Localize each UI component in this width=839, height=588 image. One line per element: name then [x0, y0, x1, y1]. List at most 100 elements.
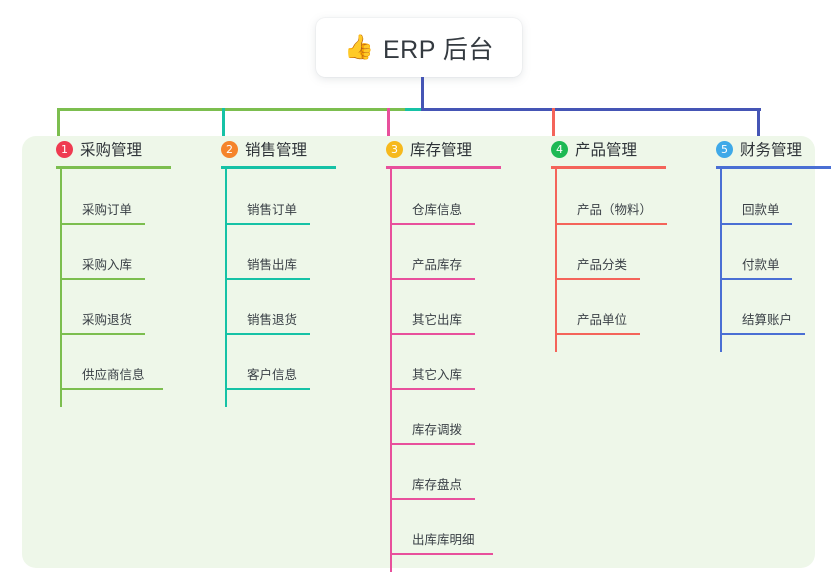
- leaf-rule: [60, 333, 145, 335]
- branch-column-3: 3 库存管理仓库信息产品库存其它出库其它入库库存调拨库存盘点出库库明细: [374, 136, 501, 572]
- leaf-rule: [720, 278, 792, 280]
- branch-title-1: 采购管理: [80, 142, 143, 159]
- leaf-item[interactable]: 销售退货: [225, 309, 310, 335]
- leaf-rule: [390, 553, 493, 555]
- branch-header-3[interactable]: 3 库存管理: [374, 136, 472, 162]
- leaf-label: 库存盘点: [412, 478, 463, 492]
- leaf-label: 回款单: [742, 203, 780, 217]
- leaf-rule: [555, 223, 667, 225]
- branch-badge-4: 4: [551, 140, 568, 158]
- leaf-item[interactable]: 采购入库: [60, 254, 145, 280]
- leaf-item[interactable]: 付款单: [720, 254, 792, 280]
- branch-title-3: 库存管理: [410, 142, 473, 159]
- leaf-item[interactable]: 采购订单: [60, 199, 145, 225]
- leaf-item[interactable]: 其它出库: [390, 309, 475, 335]
- leaf-rule: [390, 498, 475, 500]
- leaf-rule: [390, 333, 475, 335]
- branch-header-rule-2: [221, 166, 336, 169]
- leaf-rule: [390, 388, 475, 390]
- leaf-item[interactable]: 销售出库: [225, 254, 310, 280]
- root-title: ERP 后台: [382, 35, 494, 64]
- root-node[interactable]: 👍 ERP 后台: [316, 18, 522, 77]
- connector-drop-1: [57, 108, 60, 146]
- branch-column-4: 4 产品管理产品（物料） 产品分类产品单位: [539, 136, 667, 352]
- root-connector-vertical: [421, 77, 424, 110]
- connector-drop-3: [387, 108, 390, 146]
- leaf-rule: [720, 223, 792, 225]
- leaf-item[interactable]: 库存盘点: [390, 474, 475, 500]
- thumbs-up-icon: 👍: [344, 33, 374, 61]
- leaf-label: 付款单: [742, 258, 780, 272]
- branch-title-2: 销售管理: [245, 142, 308, 159]
- branch-badge-3: 3: [386, 140, 403, 158]
- leaf-item[interactable]: 供应商信息: [60, 364, 163, 390]
- branch-header-rule-4: [551, 166, 666, 169]
- branch-spine-5: [720, 169, 722, 352]
- leaf-item[interactable]: 结算账户: [720, 309, 805, 335]
- leaf-label: 供应商信息: [82, 368, 145, 382]
- branch-header-1[interactable]: 1 采购管理: [44, 136, 142, 162]
- connector-drop-2: [222, 108, 225, 146]
- leaf-label: 销售退货: [247, 313, 298, 327]
- leaf-label: 其它出库: [412, 313, 463, 327]
- branch-spine-1: [60, 169, 62, 407]
- leaf-item[interactable]: 客户信息: [225, 364, 310, 390]
- leaf-item[interactable]: 产品单位: [555, 309, 640, 335]
- branch-spine-3: [390, 169, 392, 572]
- leaf-label: 销售订单: [247, 203, 298, 217]
- leaf-item[interactable]: 销售订单: [225, 199, 310, 225]
- leaf-label: 产品分类: [577, 258, 628, 272]
- leaf-item[interactable]: 仓库信息: [390, 199, 475, 225]
- leaf-rule: [390, 223, 475, 225]
- leaf-label: 采购入库: [82, 258, 133, 272]
- leaf-label: 客户信息: [247, 368, 298, 382]
- branch-badge-1: 1: [56, 140, 73, 158]
- leaf-label: 产品库存: [412, 258, 463, 272]
- leaf-item[interactable]: 产品分类: [555, 254, 640, 280]
- branch-header-rule-1: [56, 166, 171, 169]
- leaf-rule: [720, 333, 805, 335]
- leaf-rule: [225, 333, 310, 335]
- leaf-rule: [60, 388, 163, 390]
- leaf-item[interactable]: 出库库明细: [390, 529, 493, 555]
- leaf-rule: [225, 223, 310, 225]
- branch-header-4[interactable]: 4 产品管理: [539, 136, 637, 162]
- leaf-rule: [555, 333, 640, 335]
- branches-panel: 1 采购管理采购订单采购入库采购退货供应商信息 2 销售管理销售订单销售出库销售退货…: [22, 136, 831, 572]
- branch-column-1: 1 采购管理采购订单采购入库采购退货供应商信息: [44, 136, 171, 407]
- leaf-rule: [225, 278, 310, 280]
- leaf-label: 仓库信息: [412, 203, 463, 217]
- leaf-label: 其它入库: [412, 368, 463, 382]
- leaf-item[interactable]: 库存调拨: [390, 419, 475, 445]
- leaf-label: 采购订单: [82, 203, 133, 217]
- leaf-label: 出库库明细: [412, 533, 475, 547]
- leaf-item[interactable]: 产品库存: [390, 254, 475, 280]
- leaf-rule: [60, 223, 145, 225]
- leaf-rule: [225, 388, 310, 390]
- leaf-rule: [60, 278, 145, 280]
- leaf-item[interactable]: 产品（物料）: [555, 199, 667, 225]
- branch-column-2: 2 销售管理销售订单销售出库销售退货客户信息: [209, 136, 336, 407]
- leaf-item[interactable]: 采购退货: [60, 309, 145, 335]
- connector-drop-5: [757, 108, 760, 146]
- leaf-item[interactable]: 其它入库: [390, 364, 475, 390]
- leaf-label: 结算账户: [742, 313, 793, 327]
- leaf-label: 产品（物料）: [577, 203, 653, 217]
- leaf-rule: [555, 278, 640, 280]
- leaf-label: 采购退货: [82, 313, 133, 327]
- branch-title-4: 产品管理: [575, 142, 638, 159]
- connector-drop-4: [552, 108, 555, 146]
- branch-spine-4: [555, 169, 557, 352]
- leaf-label: 销售出库: [247, 258, 298, 272]
- branch-header-rule-5: [716, 166, 831, 169]
- leaf-item[interactable]: 回款单: [720, 199, 792, 225]
- leaf-rule: [390, 443, 475, 445]
- branch-spine-2: [225, 169, 227, 407]
- leaf-label: 产品单位: [577, 313, 628, 327]
- branch-badge-2: 2: [221, 140, 238, 158]
- branch-header-2[interactable]: 2 销售管理: [209, 136, 307, 162]
- leaf-rule: [390, 278, 475, 280]
